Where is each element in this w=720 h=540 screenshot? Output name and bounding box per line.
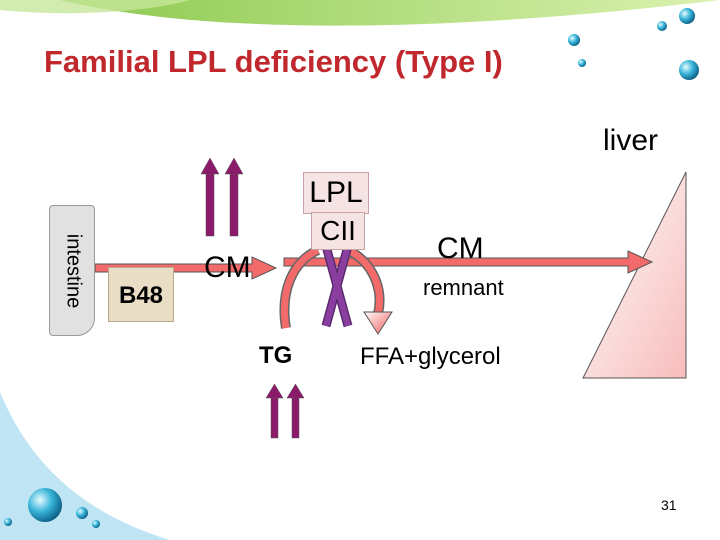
ffa-glycerol-label: FFA+glycerol (360, 343, 501, 370)
intestine-box: intestine (49, 205, 95, 336)
block-x-icon (321, 244, 353, 328)
b48-label: B48 (108, 267, 174, 322)
page-number: 31 (661, 497, 677, 513)
liver-shape (582, 171, 687, 379)
cii-label: CII (311, 212, 365, 250)
cm-increase-arrows-icon (200, 157, 244, 237)
ffa-arrowhead (363, 311, 393, 335)
lpl-label: LPL (303, 172, 369, 214)
remnant-label: remnant (423, 275, 504, 300)
tg-increase-arrows-icon (265, 383, 305, 439)
liver-label: liver (603, 124, 659, 157)
tg-label: TG (259, 342, 293, 369)
cm-remnant-label: CM (437, 232, 484, 265)
decoration-top-swoosh (0, 0, 720, 26)
cm-label: CM (204, 251, 251, 284)
slide-title: Familial LPL deficiency (Type I) (44, 44, 503, 79)
decoration-water-drops (4, 8, 699, 528)
intestine-label: intestine (62, 233, 85, 309)
